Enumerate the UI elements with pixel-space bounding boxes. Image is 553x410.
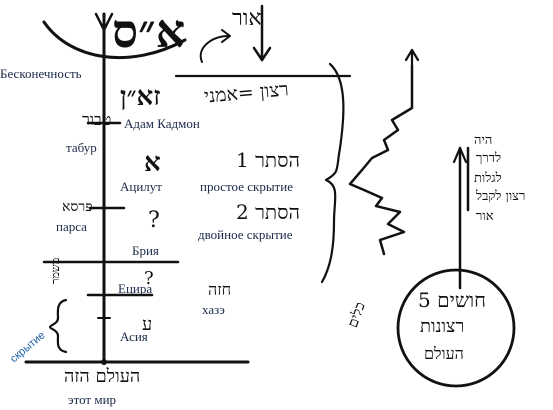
ohr-hebrew: אור <box>232 6 262 31</box>
label-beria: Брия <box>132 243 159 258</box>
right-vertical-text-2: לדרך <box>476 151 502 166</box>
label-parsa: парса <box>56 219 87 234</box>
hester1-hebrew: הסתר 1 <box>236 148 300 172</box>
circle-text-3: העולם <box>424 344 464 363</box>
curved-arrow <box>199 35 229 63</box>
label-double-concealment: двойное скрытие <box>198 227 293 242</box>
face-arrowhead <box>404 48 420 62</box>
label-adam-kadmon: Адам Кадмон <box>124 116 200 131</box>
right-big-brace <box>320 62 345 284</box>
curved-arrowhead <box>221 29 231 43</box>
mishmar-hebrew: משמר <box>49 257 62 284</box>
face-profile <box>348 64 414 256</box>
hazeh-hebrew: חזה <box>208 280 232 299</box>
right-vertical-text-1: היה <box>474 133 493 148</box>
right-vertical-arrowhead <box>452 146 468 164</box>
label-yetzira: Ецира <box>118 281 153 296</box>
zeir-anpin-hebrew: זא״ן <box>120 82 161 112</box>
label-infinity: Бесконечность <box>0 66 82 81</box>
hester2-hebrew: הסתר 2 <box>236 200 300 224</box>
bottom-dot <box>101 359 107 365</box>
question2-hebrew: ? <box>144 268 154 289</box>
ayin-hebrew: ע <box>142 314 153 335</box>
right-vertical-text-4: אור <box>476 209 494 224</box>
ohr-arrowhead <box>252 46 272 62</box>
senses-circle <box>396 268 516 388</box>
label-atzilut: Ацилут <box>120 179 162 194</box>
alef-hebrew: א <box>144 148 161 178</box>
circle-text-1: 5 חושים <box>418 288 486 312</box>
question-hebrew: ? <box>148 208 160 233</box>
parsa-hebrew: פרסא <box>62 199 93 215</box>
label-hazeh: хазэ <box>202 302 225 317</box>
label-this-world: этот мир <box>68 392 117 407</box>
label-asiya: Асия <box>120 329 148 344</box>
circle-text-2: רצונות <box>420 316 465 337</box>
olam-haze-hebrew: העולם הזה <box>64 366 141 387</box>
label-simple-concealment: простое скрытие <box>200 179 293 194</box>
tabur-hebrew: טבור <box>82 110 112 129</box>
concealment-brace <box>48 298 68 354</box>
axis-top-arrow <box>94 12 114 32</box>
ratzon-right-hebrew: רצון לקבל <box>476 189 526 204</box>
ein-sof-hebrew: א״ס <box>112 4 186 58</box>
right-vertical-text-3: לגלות <box>474 171 502 186</box>
label-tabur: табур <box>66 140 97 155</box>
